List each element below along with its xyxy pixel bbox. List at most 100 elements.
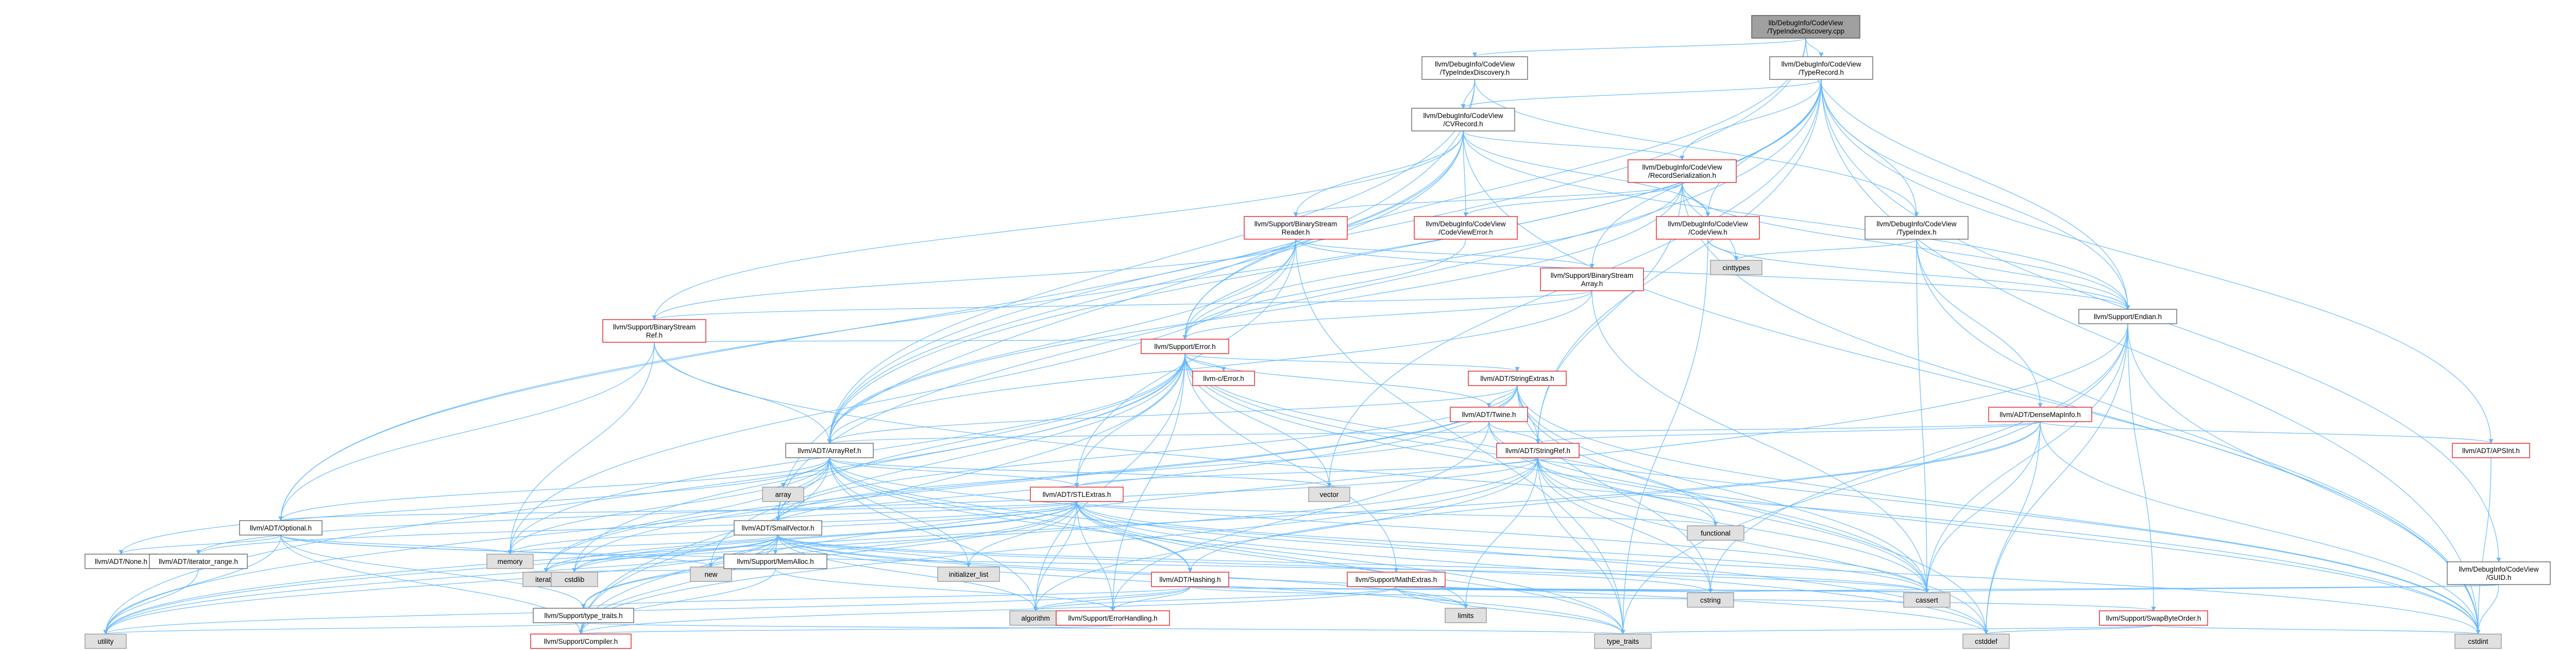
edge-densemapinfo-to-cstdint [2040,421,2481,635]
node-box [1687,525,1744,541]
node-label-line: utility [98,638,114,645]
node-label-line: /CVRecord.h [1443,120,1483,128]
node-box [1656,216,1760,240]
node-label-line: llvm/DebugInfo/CodeView [1876,220,1956,228]
node-label-line: llvm/DebugInfo/CodeView [1435,60,1515,68]
node-twine[interactable]: llvm/ADT/Twine.h [1450,407,1528,422]
edge-endian-to-swapbyteorder [2127,323,2156,611]
edge-hashing-to-errorhandling [1110,586,1191,611]
node-mathextras[interactable]: llvm/Support/MathExtras.h [1347,572,1446,587]
node-label-line: algorithm [1021,614,1050,622]
edge-tid_h-to-typeindex [1474,79,1919,217]
node-box [1769,56,1873,80]
edge-smallvector-to-initlist [777,535,971,568]
edge-error-to-errorhandling [1110,353,1185,611]
node-densemapinfo[interactable]: llvm/ADT/DenseMapInfo.h [1988,407,2092,422]
node-compiler[interactable]: llvm/Support/Compiler.h [530,634,632,649]
edge-densemapinfo-to-apsint [2040,421,2494,444]
edge-typerecord-to-cstdint [1821,79,2481,635]
node-typetraits[interactable]: llvm/Support/type_traits.h [533,608,634,623]
edge-stlextras-to-typetraits [581,501,1077,609]
node-root[interactable]: lib/DebugInfo/CodeView/TypeIndexDiscover… [1751,15,1860,39]
edge-stlextras-to-iterator [544,501,1077,573]
node-error[interactable]: llvm/Support/Error.h [1141,339,1229,354]
node-hashing[interactable]: llvm/ADT/Hashing.h [1151,572,1229,587]
edge-optional-to-utility [103,535,281,635]
node-box [149,554,248,569]
edge-stringref-to-cassert [1537,457,1929,593]
edge-typerecord-to-arrayref [827,79,1822,444]
node-optional[interactable]: llvm/ADT/Optional.h [239,520,323,536]
edge-stringextras-to-cstdlib [572,385,1518,573]
node-stringextras[interactable]: llvm/ADT/StringExtras.h [1468,371,1567,386]
node-initlist: initializer_list [937,566,1000,582]
edge-stringref-to-typetraits_std [1537,457,1625,635]
node-stlextras[interactable]: llvm/ADT/STLExtras.h [1030,487,1124,502]
node-typeindex[interactable]: llvm/DebugInfo/CodeView/TypeIndex.h [1865,216,1969,240]
node-new: new [690,566,732,582]
node-guid[interactable]: llvm/DebugInfo/CodeView/GUID.h [2447,561,2551,585]
edge-mathextras-to-typetraits_std [1396,586,1625,635]
node-box [84,634,127,649]
node-stringref[interactable]: llvm/ADT/StringRef.h [1496,443,1580,458]
edge-codeview-to-endian [1707,239,2130,310]
node-swapbyteorder[interactable]: llvm/Support/SwapByteOrder.h [2099,610,2208,626]
node-smallvector[interactable]: llvm/ADT/SmallVector.h [734,520,822,536]
node-codeview[interactable]: llvm/DebugInfo/CodeView/CodeView.h [1656,216,1760,240]
node-label-line: llvm/DebugInfo/CodeView [1423,112,1503,120]
edge-stringref-to-algorithm [1033,457,1538,611]
node-label-line: llvm/Support/ErrorHandling.h [1068,614,1157,622]
node-label-line: llvm/ADT/SmallVector.h [741,524,814,532]
node-apsint[interactable]: llvm/ADT/APSInt.h [2452,443,2530,458]
node-box [1710,260,1762,275]
edge-typerecord-to-smallvector [775,79,1822,521]
edge-densemapinfo-to-cassert [1924,421,2041,593]
node-arrayref[interactable]: llvm/ADT/ArrayRef.h [785,443,874,458]
node-memory: memory [486,554,534,569]
node-array: array [762,487,804,502]
edge-recordser-to-bsreader [1293,182,1683,217]
node-box [762,487,804,502]
node-cverror[interactable]: llvm/DebugInfo/CodeView/CodeViewError.h [1414,216,1518,240]
edge-mathextras-to-compiler [579,586,1397,635]
edge-stlextras-to-utility [103,501,1077,635]
edge-typerecord-to-recordser [1680,79,1822,160]
edge-bsreader-to-memory [507,239,1296,555]
node-endian[interactable]: llvm/Support/Endian.h [2078,309,2177,324]
edge-smallvector-to-algorithm [777,535,1038,611]
node-label-line: /TypeIndexDiscovery.cpp [1767,27,1844,35]
node-errorhandling[interactable]: llvm/Support/ErrorHandling.h [1056,610,1170,626]
node-cerror[interactable]: llvm-c/Error.h [1192,371,1255,386]
node-tid-h[interactable]: llvm/DebugInfo/CodeView/TypeIndexDiscove… [1421,56,1528,80]
edge-stlextras-to-cstdint [1076,501,2481,635]
node-box [1687,592,1734,608]
edge-cvrecord-to-cstdint [1463,130,2481,635]
node-label-line: llvm/ADT/StringRef.h [1505,447,1570,455]
node-box [1421,56,1528,80]
node-label-line: cstring [1700,596,1721,604]
node-box [1988,407,2092,422]
edge-stringextras-to-utility [103,385,1518,635]
edge-recordser-to-endian [1682,182,2130,310]
edge-stringextras-to-arrayref [827,385,1518,444]
node-iterrange[interactable]: llvm/ADT/iterator_range.h [149,554,248,569]
node-none[interactable]: llvm/ADT/None.h [84,554,158,569]
node-label-line: llvm/Support/Compiler.h [544,638,618,645]
node-box [1468,371,1567,386]
node-label-line: llvm-c/Error.h [1203,375,1244,382]
node-label-line: cstdint [2468,638,2488,645]
edge-arrayref-to-algorithm [829,457,1038,611]
node-label-line: llvm/Support/Error.h [1154,343,1215,351]
node-label-line: /TypeIndex.h [1896,228,1936,236]
edge-stringref-to-stlextras [1074,457,1538,488]
node-label-line: llvm/Support/BinaryStream [613,323,696,331]
edge-smallvector-to-limits [777,535,1468,609]
node-typerecord[interactable]: llvm/DebugInfo/CodeView/TypeRecord.h [1769,56,1873,80]
node-memalloc[interactable]: llvm/Support/MemAlloc.h [723,554,827,569]
node-cvrecord[interactable]: llvm/DebugInfo/CodeView/CVRecord.h [1411,108,1515,131]
edge-densemapinfo-to-stringref [1535,421,2041,444]
node-recordser[interactable]: llvm/DebugInfo/CodeView/RecordSerializat… [1628,159,1737,183]
